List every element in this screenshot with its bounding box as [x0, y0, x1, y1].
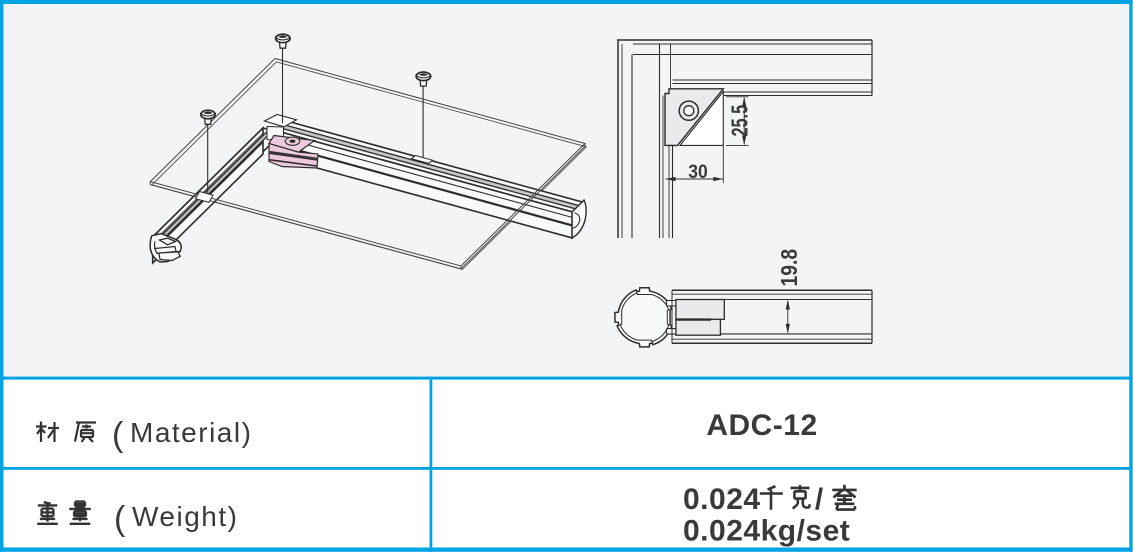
svg-text:25.5: 25.5 — [727, 105, 753, 137]
svg-text:19.8: 19.8 — [776, 249, 802, 287]
svg-text:0.024kg/set: 0.024kg/set — [683, 515, 850, 548]
svg-text:(: ( — [112, 416, 124, 454]
svg-text:/: / — [815, 483, 824, 516]
svg-text:Weight): Weight) — [132, 501, 238, 532]
svg-text:ADC-12: ADC-12 — [706, 409, 817, 442]
svg-text:(: ( — [114, 500, 126, 538]
svg-text:0.024: 0.024 — [683, 483, 761, 516]
svg-text:Material): Material) — [130, 417, 252, 448]
svg-text:30: 30 — [688, 162, 708, 183]
